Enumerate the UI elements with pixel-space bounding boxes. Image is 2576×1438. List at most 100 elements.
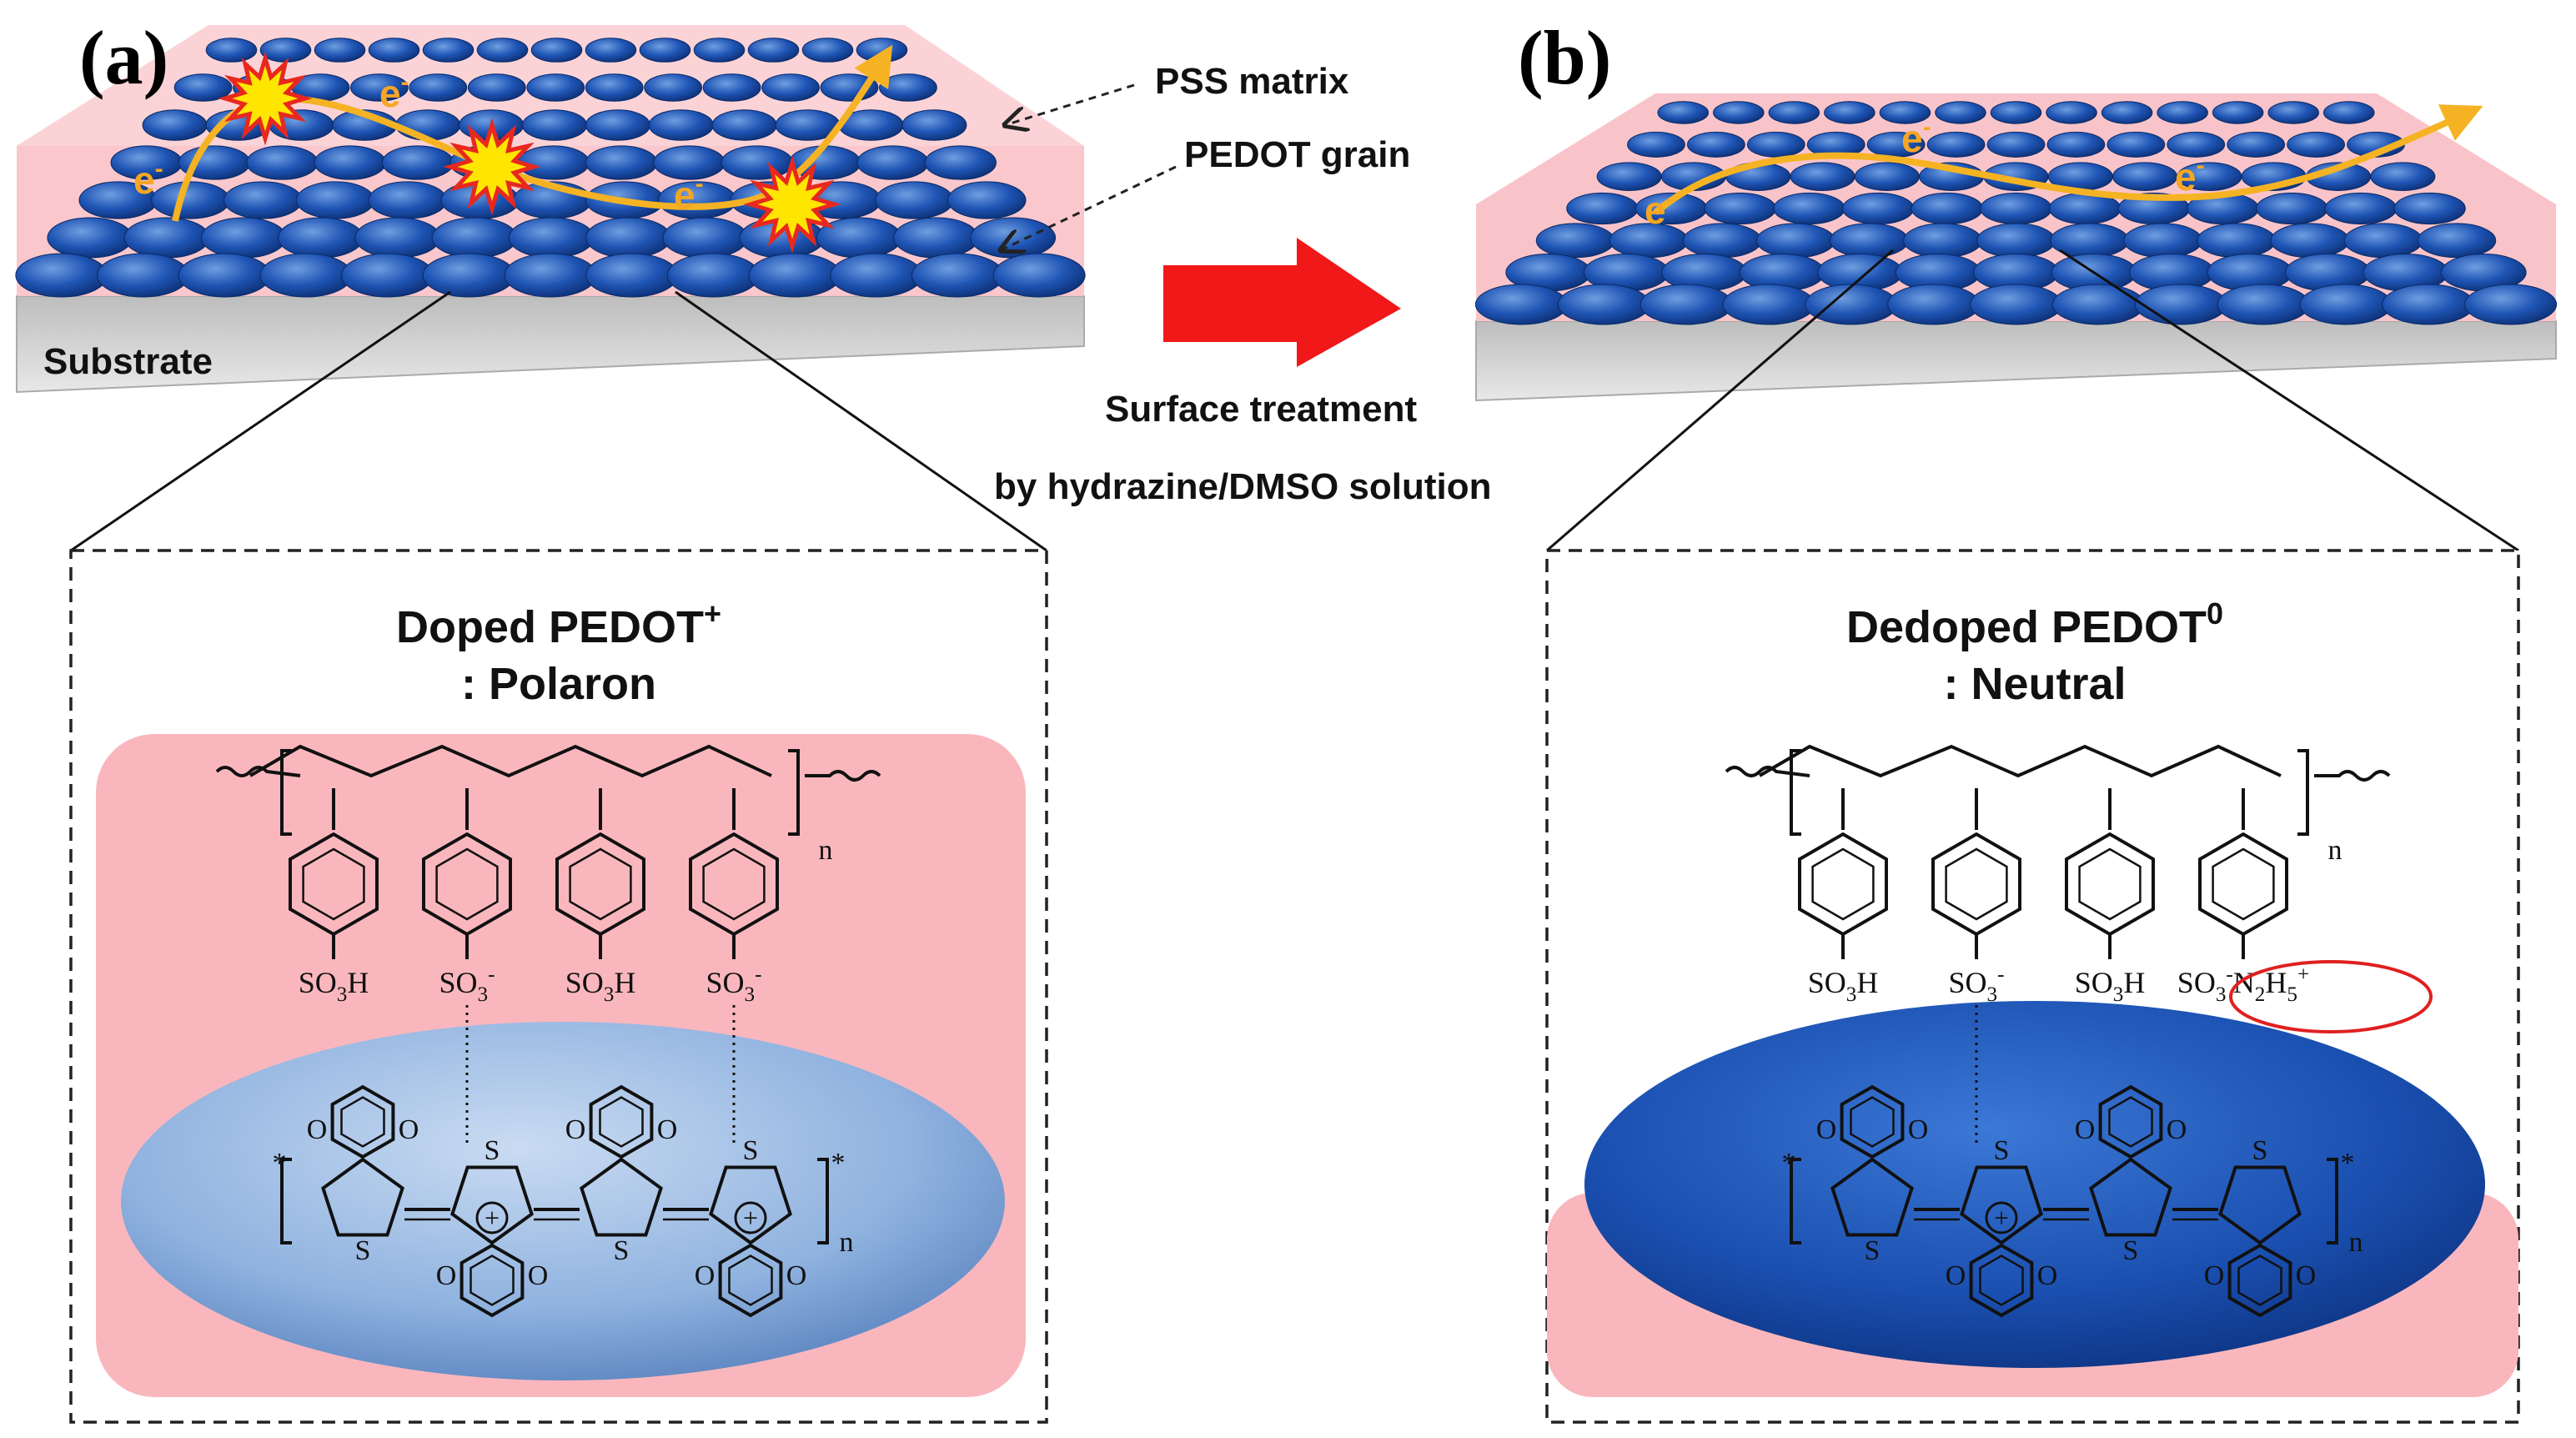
pedot-bead <box>893 217 979 259</box>
panel-b-film <box>1474 93 2558 402</box>
panel-label-a: (a) <box>79 15 168 100</box>
scatter-burst <box>743 155 841 254</box>
pedot-bead <box>1596 162 1662 191</box>
oxygen-atom: O <box>436 1260 457 1291</box>
pedot-bead <box>368 181 448 219</box>
pedot-bead <box>395 109 461 141</box>
pedot-bead <box>2197 223 2276 259</box>
pedot-bead <box>585 38 637 63</box>
pedot-bead <box>2267 101 2319 124</box>
pedot-bead <box>2256 192 2328 225</box>
pedot-bead <box>585 253 679 298</box>
svg-text:e-: e- <box>1901 113 1931 160</box>
pedot-bead <box>662 217 749 259</box>
callout-line-grain <box>1001 165 1177 250</box>
pedot-bead <box>205 38 258 63</box>
pedot-grain-array-b <box>1474 101 2558 325</box>
oxygen-atom: O <box>695 1260 716 1291</box>
scattering-bursts-a <box>218 51 841 254</box>
electron-labels-b: e- e- e- <box>1645 113 2205 232</box>
positive-charge-sign: + <box>485 1203 500 1233</box>
pedot-bead <box>1980 192 2052 225</box>
pedot-bead <box>1474 284 1568 325</box>
pedot-bead <box>2227 131 2286 158</box>
substrate-a <box>17 296 1084 392</box>
pedot-bead <box>970 217 1057 259</box>
positive-charge-sign: + <box>743 1203 758 1233</box>
pedot-bead <box>1704 192 1776 225</box>
pedot-grain-b <box>1584 1001 2485 1368</box>
pedot-bead <box>1790 162 1855 191</box>
pedot-bead <box>15 253 108 298</box>
positive-charge <box>1985 1201 2018 1234</box>
positive-charge <box>475 1201 509 1234</box>
pedot-bead <box>1535 223 1615 259</box>
pedot-bead <box>2106 131 2166 158</box>
sulfur-atom: S <box>1994 1135 2010 1166</box>
panel-a-film <box>15 25 1086 394</box>
pedot-bead <box>1768 101 1820 124</box>
pedot-bead <box>381 145 454 180</box>
pedot-bead <box>2051 284 2145 325</box>
transition-line2: by hydrazine/DMSO solution <box>994 466 1492 507</box>
box-subtitle-b: : Neutral <box>1943 659 2126 709</box>
pedot-bead <box>2046 131 2106 158</box>
pss-group-label: SO3H <box>2075 966 2146 1006</box>
callout-line-pss <box>1005 83 1135 125</box>
pedot-bead <box>1976 223 2056 259</box>
repeat-unit-n: n <box>2349 1227 2363 1258</box>
pedot-bead <box>1640 284 1733 325</box>
svg-text:e-: e- <box>133 155 163 202</box>
pedot-bead <box>467 73 526 102</box>
box-title-a: Doped PEDOT <box>396 602 704 652</box>
pedot-bead <box>666 253 760 298</box>
svg-text:e-: e- <box>1645 185 1675 232</box>
pedot-bead <box>409 73 468 102</box>
pedot-bead <box>801 38 854 63</box>
oxygen-atom: O <box>786 1260 807 1291</box>
svg-text:Doped PEDOT+: Doped PEDOT+ <box>396 596 721 652</box>
pedot-bead <box>2134 284 2227 325</box>
pedot-bead <box>2370 162 2436 191</box>
pedot-bead <box>522 109 587 141</box>
pedot-bead <box>639 38 691 63</box>
pedot-bead <box>1879 101 1931 124</box>
pedot-bead <box>2157 101 2208 124</box>
panel-label-b: (b) <box>1518 15 1611 100</box>
pedot-bead <box>1682 223 1762 259</box>
pedot-bead <box>947 181 1027 219</box>
pedot-bead <box>1903 223 1982 259</box>
pedot-bead <box>702 73 761 102</box>
pedot-bead <box>1773 192 1845 225</box>
pedot-bead <box>2324 192 2398 225</box>
pedot-bead <box>200 217 287 259</box>
pedot-bead <box>585 73 644 102</box>
pedot-bead <box>856 145 929 180</box>
pedot-bead <box>1854 162 1920 191</box>
pedot-bead <box>875 181 954 219</box>
oxygen-atom: O <box>2296 1260 2317 1291</box>
positive-charge-sign: + <box>1994 1203 2009 1233</box>
pedot-bead <box>1557 284 1650 325</box>
oxygen-atom: O <box>528 1260 549 1291</box>
svg-text:e-: e- <box>2175 152 2205 199</box>
end-mark: * <box>2341 1148 2355 1179</box>
pedot-bead <box>223 181 303 219</box>
end-mark: * <box>831 1148 846 1179</box>
oxygen-atom: O <box>1908 1114 1929 1145</box>
sulfur-atom: S <box>355 1235 371 1266</box>
pedot-bead <box>1935 101 1986 124</box>
transition-arrow <box>1163 238 1401 367</box>
electron-labels-a: e- e- e- <box>133 68 704 217</box>
oxygen-atom: O <box>565 1114 586 1145</box>
pss-group-label: SO3H <box>565 966 636 1006</box>
pedot-bead <box>2382 284 2475 325</box>
box-subtitle-a: : Polaron <box>461 659 656 709</box>
pedot-bead <box>693 38 746 63</box>
oxygen-atom: O <box>2204 1260 2225 1291</box>
sulfur-atom: S <box>743 1135 759 1166</box>
oxygen-atom: O <box>307 1114 328 1145</box>
